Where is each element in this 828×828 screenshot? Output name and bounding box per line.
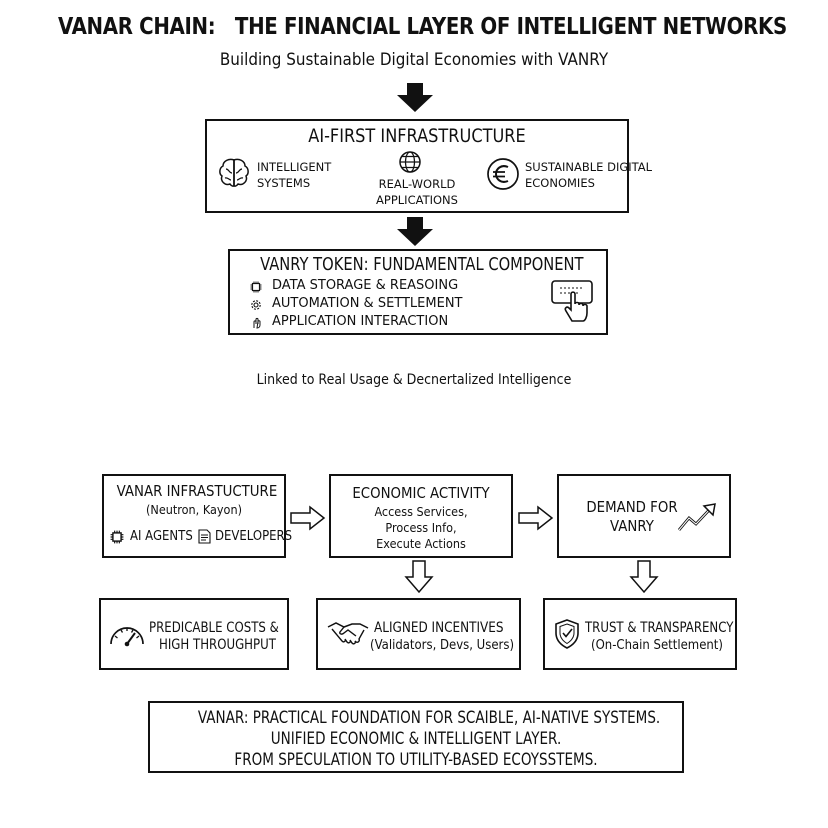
globe-icon <box>399 151 421 173</box>
euro-coin-icon <box>487 158 519 190</box>
chip-icon <box>250 281 262 293</box>
down-arrow-outline-1 <box>404 560 434 594</box>
demand-line-2: VANRY <box>610 517 654 535</box>
outcome-costs-box: PREDICABLE COSTS & HIGH THROUGHPUT <box>99 598 289 670</box>
activity-line-2: Process Info, <box>385 520 457 535</box>
outcome-costs-line-2: HIGH THROUGHPUT <box>159 637 276 653</box>
token-item-3: APPLICATION INTERACTION <box>272 314 449 329</box>
ai-first-box: AI-FIRST INFRASTRUCTURE INTELLIGENT SYST… <box>205 119 652 213</box>
infra-title: VANAR INFRASTUCTURE <box>116 482 278 500</box>
down-arrow-solid-1 <box>397 83 433 112</box>
infra-tag-developers: DEVELOPERS <box>215 529 293 544</box>
vanry-token-box: VANRY TOKEN: FUNDAMENTAL COMPONENT DATA … <box>228 249 608 335</box>
outcome-costs-line-1: PREDICABLE COSTS & <box>149 620 279 636</box>
infra-box: VANAR INFRASTUCTURE (Neutron, Kayon) AI … <box>102 474 292 558</box>
activity-line-3: Execute Actions <box>376 536 466 551</box>
ai-first-item-1-line1: INTELLIGENT <box>257 160 332 174</box>
shield-icon <box>555 619 579 649</box>
infra-subtitle: (Neutron, Kayon) <box>146 502 242 517</box>
activity-box: ECONOMIC ACTIVITY Access Services, Proce… <box>329 474 513 558</box>
summary-line-1: VANAR: PRACTICAL FOUNDATION FOR SCAIBLE,… <box>197 708 661 727</box>
ai-first-title: AI-FIRST INFRASTRUCTURE <box>308 125 526 147</box>
infra-tag-ai-agents: AI AGENTS <box>130 529 193 544</box>
outcome-trust-box: TRUST & TRANSPARENCY (On-Chain Settlemen… <box>543 598 737 670</box>
gear-icon <box>251 300 261 310</box>
ai-first-item-3-line1: SUSTAINABLE DIGITAL <box>525 160 653 174</box>
right-arrow-outline-1 <box>290 505 326 531</box>
trend-up-icon <box>677 503 716 531</box>
ai-first-item-1-line2: SYSTEMS <box>257 176 311 190</box>
vanry-token-title: VANRY TOKEN: FUNDAMENTAL COMPONENT <box>260 255 584 275</box>
brain-icon <box>219 158 249 187</box>
touch-screen-icon <box>551 280 593 322</box>
document-icon <box>198 529 211 544</box>
chip-icon <box>110 530 124 544</box>
hand-icon <box>253 317 261 329</box>
ai-first-item-2-line1: REAL-WORLD <box>378 177 456 191</box>
summary-line-2: UNIFIED ECONOMIC & INTELLIGENT LAYER. <box>270 729 562 748</box>
token-item-1: DATA STORAGE & REASOING <box>272 278 459 293</box>
demand-box: DEMAND FOR VANRY <box>557 474 731 558</box>
down-arrow-solid-2 <box>397 217 433 246</box>
page-title: VANAR CHAIN: THE FINANCIAL LAYER OF INTE… <box>57 14 787 40</box>
summary-box: VANAR: PRACTICAL FOUNDATION FOR SCAIBLE,… <box>148 701 684 773</box>
outcome-incentives-line-2: (Validators, Devs, Users) <box>370 638 515 653</box>
activity-title: ECONOMIC ACTIVITY <box>352 484 490 502</box>
linked-caption: Linked to Real Usage & Decnertalized Int… <box>256 372 572 388</box>
right-arrow-outline-2 <box>518 505 554 531</box>
summary-line-3: FROM SPECULATION TO UTILITY-BASED ECOYSS… <box>234 750 598 769</box>
outcome-incentives-line-1: ALIGNED INCENTIVES <box>374 620 504 636</box>
down-arrow-outline-2 <box>629 560 659 594</box>
ai-first-item-3-line2: ECONOMIES <box>525 176 595 190</box>
outcome-trust-line-2: (On-Chain Settlement) <box>591 638 723 653</box>
token-item-2: AUTOMATION & SETTLEMENT <box>272 296 463 311</box>
activity-line-1: Access Services, <box>374 504 468 519</box>
page-subtitle: Building Sustainable Digital Economies w… <box>219 50 609 69</box>
gauge-icon <box>110 627 144 647</box>
demand-line-1: DEMAND FOR <box>586 498 678 516</box>
handshake-icon <box>327 622 369 645</box>
outcome-trust-line-1: TRUST & TRANSPARENCY <box>585 620 734 636</box>
ai-first-item-2-line2: APPLICATIONS <box>376 193 458 207</box>
outcome-incentives-box: ALIGNED INCENTIVES (Validators, Devs, Us… <box>316 598 521 670</box>
